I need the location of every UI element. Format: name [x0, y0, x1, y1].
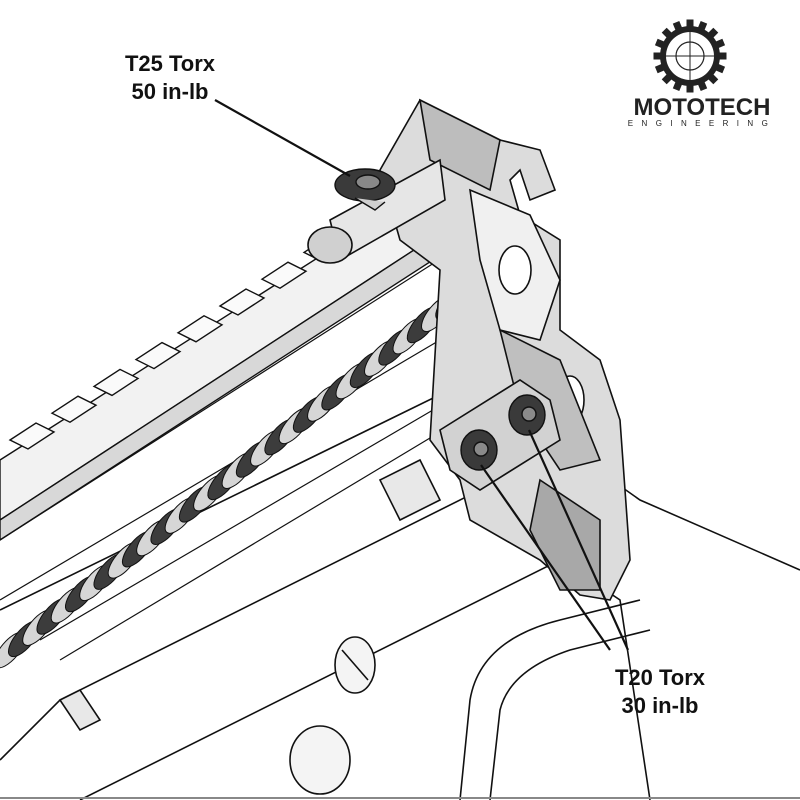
rail-tooth — [50, 395, 98, 424]
gear-tooth — [698, 81, 708, 92]
gear-tooth — [672, 81, 682, 92]
t20-callout-line1: T20 Torx — [614, 665, 706, 690]
channel-lines — [0, 239, 471, 661]
logo-name: MOTOTECH — [633, 94, 771, 121]
t25-screw-icon — [334, 168, 396, 211]
logo-subtitle: ENGINEERING — [627, 119, 777, 128]
gear-tooth — [654, 38, 665, 48]
receiver-body — [0, 379, 800, 800]
gear-tooth — [654, 64, 665, 74]
t25-callout-line1: T25 Torx — [124, 51, 216, 76]
rail-tooth — [8, 422, 56, 450]
t20-torx-callout: T20 Torx 30 in-lb — [590, 664, 730, 720]
takedown-hole — [289, 725, 351, 795]
bottom-rule — [0, 797, 800, 799]
rail-tooth — [92, 368, 140, 397]
leader-lines — [214, 99, 630, 651]
gear-tooth — [686, 85, 694, 93]
t20-callout-line2: 30 in-lb — [621, 693, 699, 718]
t25-callout-line2: 50 in-lb — [131, 79, 209, 104]
mototech-logo: MOTOTECH ENGINEERING — [612, 18, 792, 130]
rail-tooth — [218, 288, 266, 316]
gear-tooth — [698, 20, 708, 31]
mounting-bracket — [307, 98, 631, 601]
gear-tooth — [653, 52, 661, 60]
bracket-slot-upper — [498, 245, 532, 295]
gear-tooth — [672, 20, 682, 31]
rail-tooth — [176, 314, 224, 343]
gear-tooth — [715, 64, 726, 74]
gear-tooth — [686, 19, 694, 27]
gear-tooth — [715, 38, 726, 48]
t20-screw-left-icon — [460, 429, 498, 471]
gear-tooth — [719, 52, 727, 60]
t20-screw-right-icon — [508, 394, 546, 436]
gear-crosshair-icon — [653, 19, 727, 93]
t25-torx-callout: T25 Torx 50 in-lb — [100, 50, 240, 106]
rail-tooth — [260, 261, 308, 290]
rail-tooth — [134, 341, 182, 370]
